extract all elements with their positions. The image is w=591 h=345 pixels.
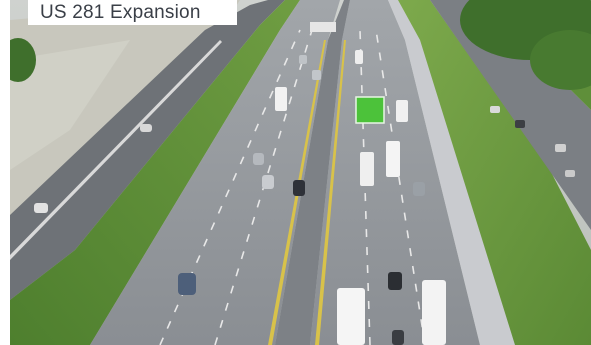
car (299, 55, 307, 64)
yellow-line-right (315, 40, 346, 345)
car (293, 180, 305, 196)
caption-label: US 281 Expansion (28, 0, 237, 25)
distant-sign (310, 22, 336, 32)
car (34, 203, 48, 213)
right-frontage-road (430, 0, 591, 230)
truck (360, 152, 374, 186)
car (262, 175, 274, 189)
right-grass (398, 0, 591, 345)
car (555, 144, 566, 152)
highway-photo (10, 0, 591, 345)
left-frontage-road (10, 0, 285, 300)
main-lanes-left (90, 0, 340, 345)
highway-scene (10, 0, 591, 345)
left-frontage-line (10, 40, 222, 260)
overhead-green-sign (355, 96, 385, 124)
car (140, 124, 152, 132)
truck (355, 50, 363, 64)
car (388, 272, 402, 290)
tree-left (10, 38, 36, 82)
truck (275, 87, 287, 111)
truck (337, 288, 365, 345)
vehicles (34, 50, 575, 345)
car (253, 153, 264, 165)
car (565, 170, 575, 177)
car (413, 182, 425, 196)
car (312, 70, 321, 80)
car (490, 106, 500, 113)
right-shoulder (388, 0, 515, 345)
truck (422, 280, 446, 345)
truck (386, 141, 400, 177)
center-median (275, 0, 350, 345)
dry-field-patch (10, 40, 130, 170)
car (178, 273, 196, 295)
truck (396, 100, 408, 122)
car (515, 120, 525, 128)
left-grass (10, 0, 300, 345)
car (392, 330, 404, 345)
trees-right-2 (530, 30, 591, 90)
